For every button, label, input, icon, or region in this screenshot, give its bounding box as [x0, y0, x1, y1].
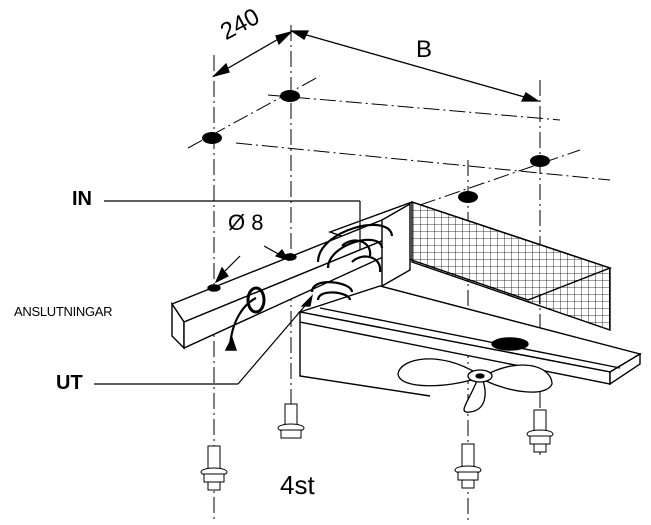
quantity-label: 4st — [280, 470, 315, 500]
callout-leaders — [94, 200, 361, 385]
dimension-240 — [211, 30, 294, 78]
connections-label: ANSLUTNINGAR — [14, 304, 113, 319]
coil-tubes — [316, 223, 394, 273]
mounting-hole-pattern — [187, 75, 611, 206]
bolt-mid-right — [454, 443, 482, 489]
unit-cooler — [170, 201, 642, 397]
bolt-left — [200, 445, 228, 491]
outlet-label: UT — [56, 372, 83, 394]
drain-outlet — [491, 337, 529, 351]
dimension-b — [289, 30, 541, 102]
coil-grille — [411, 201, 611, 331]
bolt-right — [526, 409, 554, 453]
inlet-label: IN — [72, 188, 92, 210]
dimension-b-label: B — [416, 36, 433, 63]
bolt-mid-left — [277, 403, 305, 439]
fan — [397, 358, 553, 413]
hole-diameter-label: Ø 8 — [228, 210, 264, 235]
mounting-holes — [202, 90, 550, 203]
